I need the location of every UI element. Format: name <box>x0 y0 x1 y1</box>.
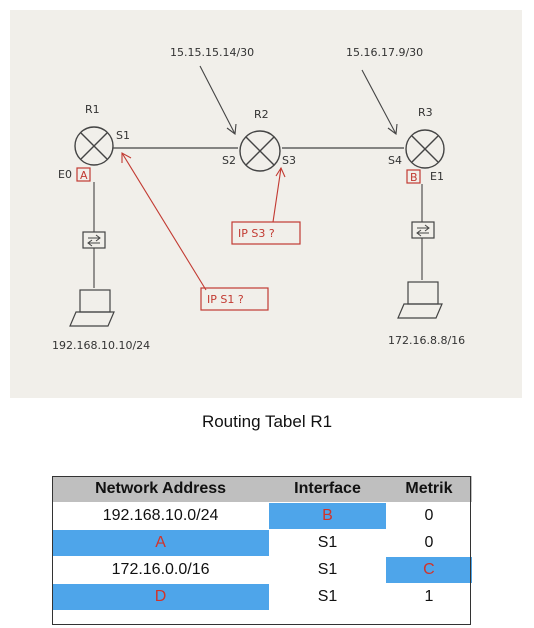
router-r3-icon <box>405 129 445 169</box>
ip-s3-box <box>231 221 301 245</box>
red-box-b <box>406 169 421 184</box>
red-box-a <box>76 167 91 182</box>
cell-interface: S1 <box>269 583 386 610</box>
arrow-left-subnet <box>199 65 236 135</box>
cell-network-blank: A <box>52 529 270 557</box>
table-title: Routing Tabel R1 <box>201 412 333 431</box>
ip-s3-label: IP S3 ? <box>238 227 275 240</box>
header-interface: Interface <box>269 476 386 503</box>
interface-r2-s2: S2 <box>222 154 236 167</box>
table-row: A S1 0 <box>52 529 472 557</box>
arrow-ip-s3 <box>272 167 282 223</box>
table-row: 192.168.10.0/24 B 0 <box>52 502 472 530</box>
interface-r3-s4: S4 <box>388 154 402 167</box>
routing-table: Network Address Interface Metrik 192.168… <box>52 476 472 610</box>
ip-s1-box <box>200 287 269 311</box>
router-r2-label: R2 <box>254 108 269 121</box>
router-r1-icon <box>74 126 114 166</box>
subnet-label-left: 15.15.15.14/30 <box>170 46 254 59</box>
cell-metric: 0 <box>385 502 472 530</box>
arrow-ip-s1 <box>121 152 207 291</box>
arrow-right-subnet <box>361 69 397 135</box>
network-diagram: R1 R2 R3 S1 E0 S2 S3 S4 E1 15.15.15.14/3… <box>10 10 522 398</box>
router-r1-label: R1 <box>85 103 100 116</box>
cell-network: 192.168.10.0/24 <box>52 502 270 530</box>
subnet-label-right: 15.16.17.9/30 <box>346 46 423 59</box>
cell-interface-blank: B <box>269 502 386 530</box>
table-row: D S1 1 <box>52 583 472 610</box>
host-right-ip: 172.16.8.8/16 <box>388 334 465 347</box>
header-metric: Metrik <box>385 476 472 503</box>
paper-background <box>10 10 522 398</box>
interface-r2-s3: S3 <box>282 154 296 167</box>
cell-interface: S1 <box>269 529 386 557</box>
laptop-right-icon <box>397 281 443 319</box>
router-r3-label: R3 <box>418 106 433 119</box>
host-left-ip: 192.168.10.10/24 <box>52 339 150 352</box>
interface-r1-s1: S1 <box>116 129 130 142</box>
red-box-a-label: A <box>80 169 88 182</box>
header-network-address: Network Address <box>52 476 270 503</box>
ip-s1-label: IP S1 ? <box>207 293 244 306</box>
interface-r3-e1: E1 <box>430 170 444 183</box>
interface-r1-e0: E0 <box>58 168 72 181</box>
red-box-b-label: B <box>410 171 418 184</box>
switch-right-icon <box>411 221 435 239</box>
cell-network: 172.16.0.0/16 <box>52 556 270 584</box>
table-header-row: Network Address Interface Metrik <box>52 476 472 503</box>
cell-metric: 0 <box>385 529 472 557</box>
cell-metric: 1 <box>385 583 472 610</box>
laptop-left-icon <box>69 289 115 327</box>
cell-metric-blank: C <box>385 556 472 584</box>
table-row: 172.16.0.0/16 S1 C <box>52 556 472 584</box>
cell-network-blank: D <box>52 583 270 610</box>
cell-interface: S1 <box>269 556 386 584</box>
router-r2-icon <box>239 130 281 172</box>
